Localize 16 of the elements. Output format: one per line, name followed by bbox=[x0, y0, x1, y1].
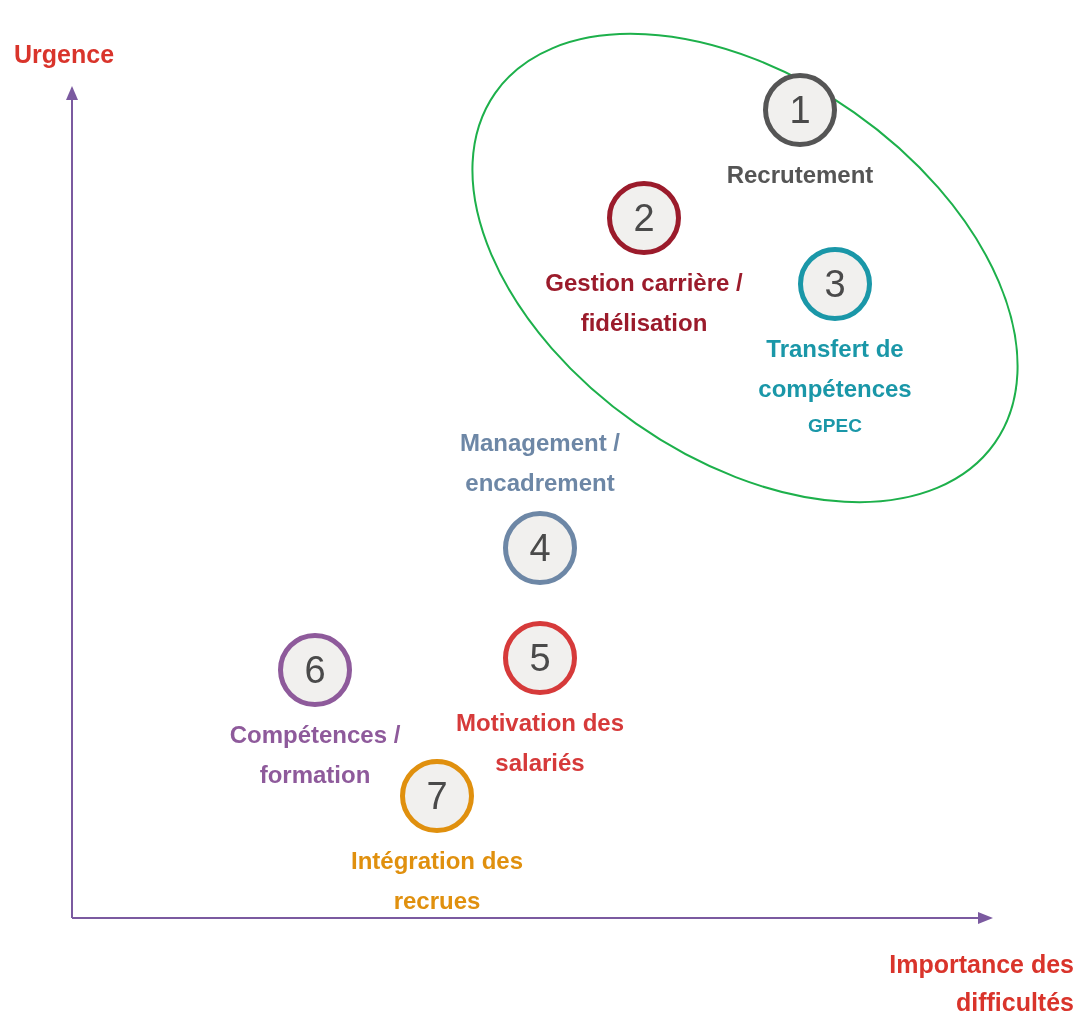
category-label: Compétences / formation bbox=[228, 720, 402, 790]
category-label: Intégration des recrues bbox=[350, 846, 524, 916]
number-circle: 3 bbox=[798, 247, 872, 321]
category-label: Gestion carrière / fidélisation bbox=[544, 268, 744, 338]
number-circle: 2 bbox=[607, 181, 681, 255]
category-label: Management / encadrement bbox=[459, 428, 621, 498]
category-label: Recrutement bbox=[725, 160, 875, 190]
number-circle: 5 bbox=[503, 621, 577, 695]
category-label: GPEC bbox=[807, 414, 863, 438]
number-circle: 7 bbox=[400, 759, 474, 833]
axis-label: Importance des difficultés bbox=[888, 949, 1074, 1015]
axis-label: Urgence bbox=[14, 39, 115, 70]
category-label: Transfert de compétences bbox=[757, 334, 913, 404]
number-circle: 1 bbox=[763, 73, 837, 147]
number-circle: 6 bbox=[278, 633, 352, 707]
number-circle: 4 bbox=[503, 511, 577, 585]
